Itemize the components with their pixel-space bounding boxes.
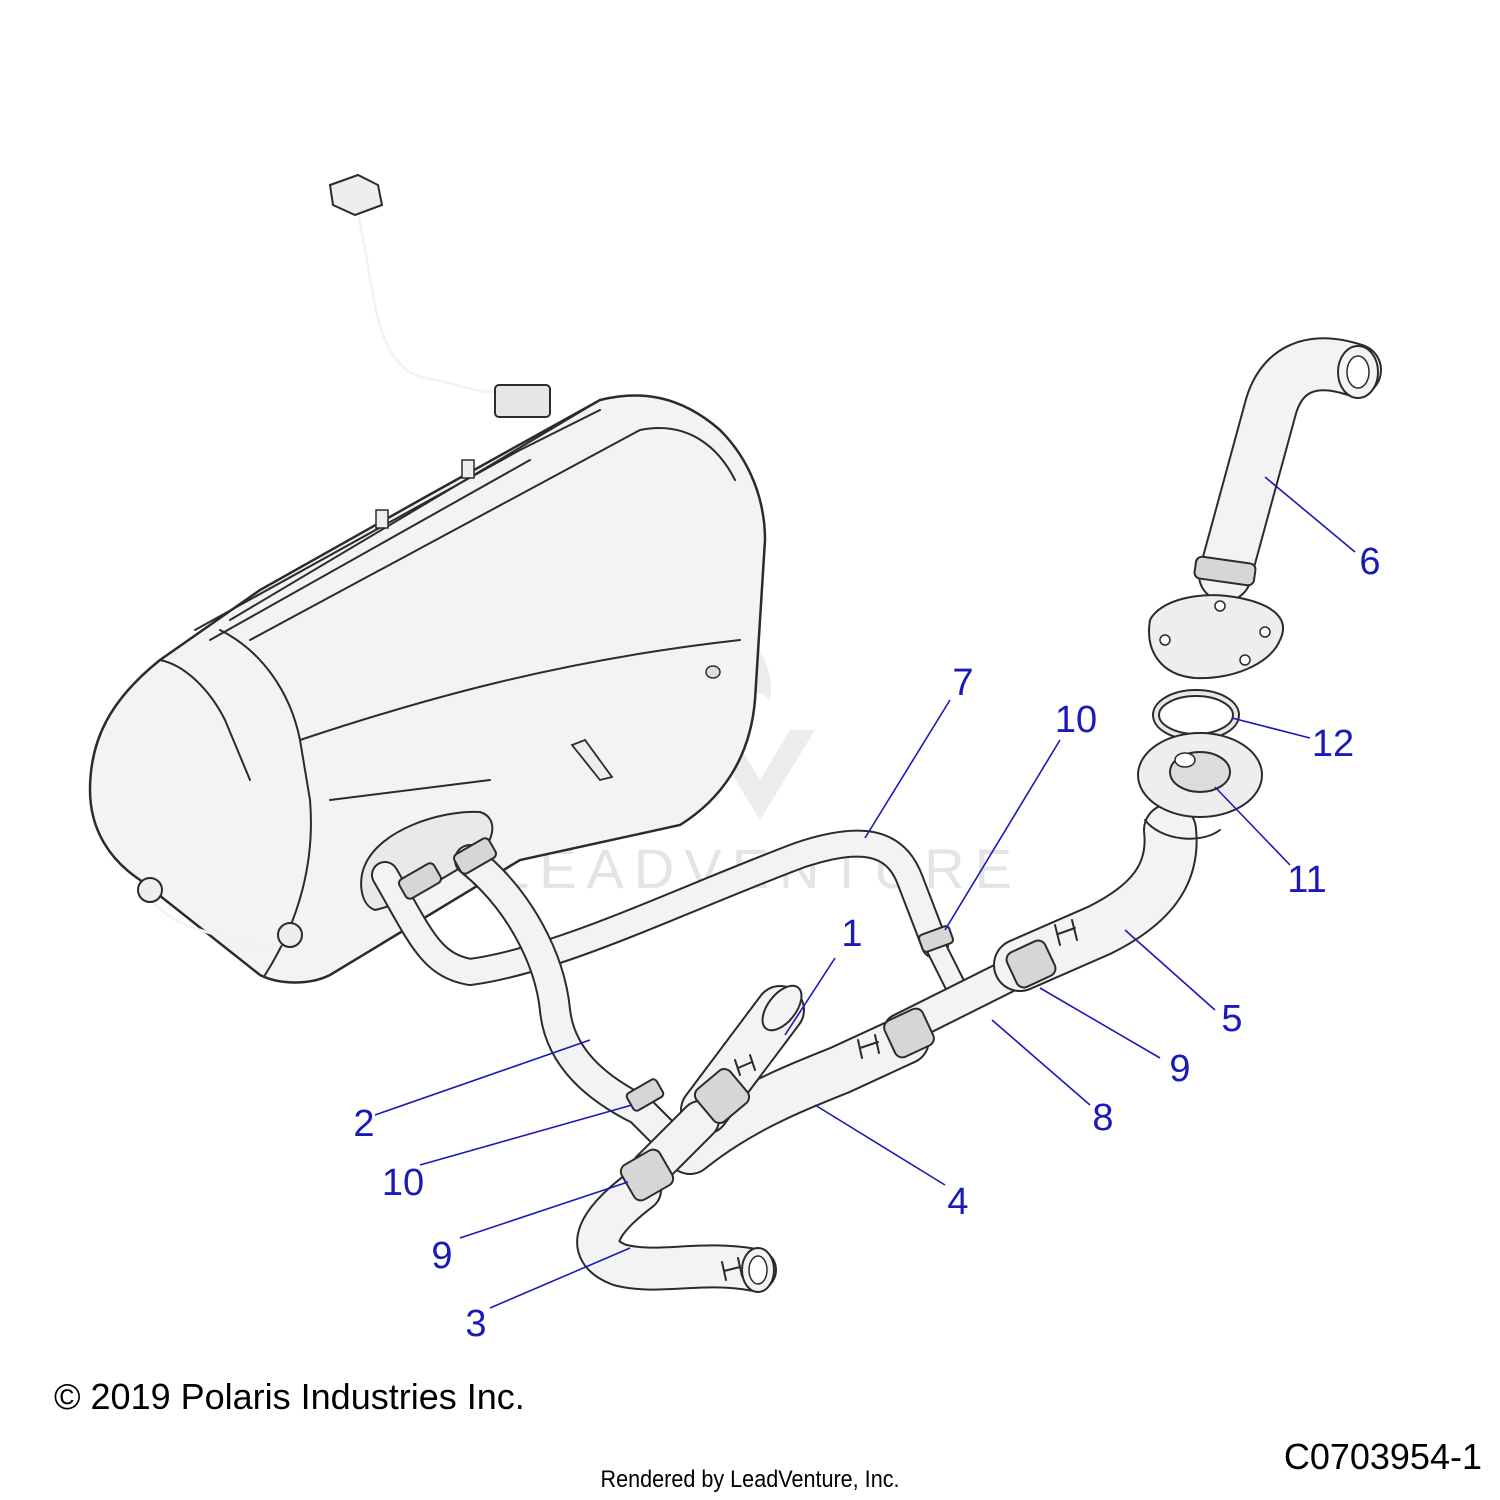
drawing-number: C0703954-1 [1283,1436,1482,1477]
filler-neck-6 [1148,337,1382,680]
clamp-tank-outlet-a [398,862,442,900]
callout-5: 5 [1221,998,1242,1040]
clamp-hose-1 [693,1068,751,1124]
hose-5 [993,803,1198,992]
clamp-hose-8-lower [883,1007,935,1059]
callout-9-upper: 9 [1169,1048,1190,1090]
callout-2: 2 [353,1103,374,1145]
callout-12: 12 [1312,723,1354,765]
harness-plug-icon [494,384,551,418]
callout-10-lower: 10 [382,1162,424,1204]
callout-1: 1 [841,913,862,955]
callout-labels: 1 2 3 4 5 6 7 8 9 9 10 10 11 12 [353,541,1380,1345]
fuel-tank [88,394,767,984]
hose-7 [371,829,949,986]
electrical-connector-icon [328,173,384,217]
clamp-10-lower [625,1078,665,1112]
hose-clamps [398,555,1257,1202]
callout-4: 4 [947,1181,968,1223]
callout-6: 6 [1359,541,1380,583]
callout-9-lower: 9 [431,1235,452,1277]
leader-lines [374,476,1356,1309]
callout-8: 8 [1092,1097,1113,1139]
clamp-tank-outlet-b [453,837,497,875]
clamp-9-lower [619,1148,675,1202]
callout-10-upper: 10 [1055,699,1097,741]
hose-3 [576,1168,777,1293]
hose-2 [454,844,686,1156]
clamp-9-upper [1005,939,1057,989]
filler-flange-11 [1137,732,1263,840]
wiring-harness [328,173,551,418]
callout-7: 7 [952,662,973,704]
copyright-notice: © 2019 Polaris Industries Inc. [54,1376,525,1417]
clamp-filler-neck [1193,555,1257,587]
clamp-10-upper [918,925,954,953]
callout-11: 11 [1287,859,1326,901]
callout-3: 3 [465,1303,486,1345]
rendered-by-credit: Rendered by LeadVenture, Inc. [600,1466,900,1493]
